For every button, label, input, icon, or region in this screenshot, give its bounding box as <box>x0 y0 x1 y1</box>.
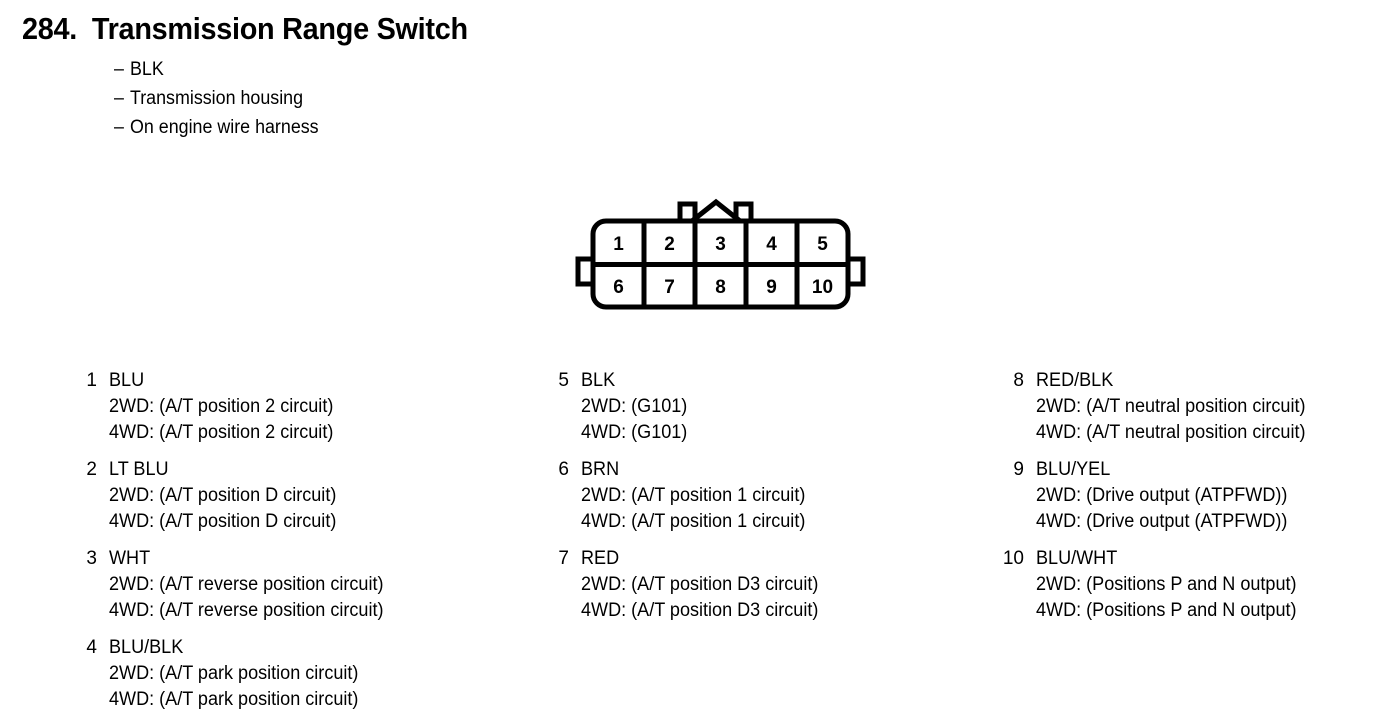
pin-number: 6 <box>558 459 569 480</box>
dash-icon: – <box>114 87 124 109</box>
pin-description-4wd: 4WD: (A/T position D circuit) <box>109 511 337 532</box>
component-detail-item: – Transmission housing <box>114 84 1287 113</box>
page-title-text: Transmission Range Switch <box>91 11 468 46</box>
connector-top-peak <box>690 198 742 223</box>
pin-description-2wd: 2WD: (A/T position 1 circuit) <box>581 485 806 506</box>
pin-number: 5 <box>558 370 569 391</box>
pin-description-4wd: 4WD: (A/T reverse position circuit) <box>109 600 384 621</box>
component-detail-label: BLK <box>129 58 164 80</box>
pin-description-4wd: 4WD: (A/T neutral position circuit) <box>1036 422 1306 443</box>
connector-pin-1: 1 <box>613 234 624 255</box>
pin-description-4wd: 4WD: (A/T park position circuit) <box>109 689 359 710</box>
pin-description-4wd: 4WD: (G101) <box>581 422 688 443</box>
pin-wire-color: WHT <box>109 548 151 569</box>
component-detail-item: – On engine wire harness <box>114 113 1287 142</box>
pin-description-2wd: 2WD: (Drive output (ATPFWD)) <box>1036 485 1288 506</box>
pin-description-2wd: 2WD: (A/T position 2 circuit) <box>109 396 334 417</box>
dash-icon: – <box>114 58 124 80</box>
pin-wire-color: LT BLU <box>109 459 169 480</box>
pin-entry: 3 WHT 2WD: (A/T reverse position circuit… <box>80 546 540 624</box>
pin-description-2wd: 2WD: (G101) <box>581 396 688 417</box>
component-detail-list: – BLK – Transmission housing – On engine… <box>22 55 1362 142</box>
pin-description-2wd: 2WD: (A/T park position circuit) <box>109 663 359 684</box>
connector-diagram: 1 2 3 4 5 6 7 8 9 10 <box>570 196 870 326</box>
component-detail-item: – BLK <box>114 55 1287 84</box>
pin-entry: 8 RED/BLK 2WD: (A/T neutral position cir… <box>997 368 1392 446</box>
pin-number: 3 <box>86 548 97 569</box>
connector-illustration: 1 2 3 4 5 6 7 8 9 10 <box>575 198 866 310</box>
pin-entry: 4 BLU/BLK 2WD: (A/T park position circui… <box>80 635 540 713</box>
pin-number: 10 <box>1002 548 1024 569</box>
pin-wire-color: BRN <box>581 459 620 480</box>
pin-description-4wd: 4WD: (A/T position 1 circuit) <box>581 511 806 532</box>
dash-icon: – <box>114 116 124 138</box>
pin-legend-column-3: 8 RED/BLK 2WD: (A/T neutral position cir… <box>997 368 1392 635</box>
pin-entry: 7 RED 2WD: (A/T position D3 circuit) 4WD… <box>552 546 992 624</box>
connector-pin-6: 6 <box>613 277 624 298</box>
pin-description-2wd: 2WD: (A/T position D3 circuit) <box>581 574 819 595</box>
pin-number: 2 <box>86 459 97 480</box>
pin-wire-color: BLU/BLK <box>109 637 184 658</box>
connector-pin-4: 4 <box>766 234 777 255</box>
pin-entry: 6 BRN 2WD: (A/T position 1 circuit) 4WD:… <box>552 457 992 535</box>
connector-right-tab <box>848 256 866 287</box>
pin-description-2wd: 2WD: (A/T position D circuit) <box>109 485 337 506</box>
pin-wire-color: RED <box>581 548 620 569</box>
pin-legend-column-2: 5 BLK 2WD: (G101) 4WD: (G101) 6 BRN 2WD:… <box>552 368 992 635</box>
pin-wire-color: BLK <box>581 370 616 391</box>
connector-left-tab <box>575 256 593 287</box>
connector-pin-8: 8 <box>715 277 726 298</box>
connector-pin-2: 2 <box>664 234 675 255</box>
component-detail-label: On engine wire harness <box>129 116 319 138</box>
connector-pin-7: 7 <box>664 277 675 298</box>
pin-wire-color: BLU/YEL <box>1036 459 1111 480</box>
page-title: 284. Transmission Range Switch <box>22 11 1268 46</box>
connector-top-tab-left <box>677 201 698 224</box>
pin-number: 9 <box>1013 459 1024 480</box>
pin-entry: 5 BLK 2WD: (G101) 4WD: (G101) <box>552 368 992 446</box>
pin-number: 8 <box>1013 370 1024 391</box>
pin-description-4wd: 4WD: (Positions P and N output) <box>1036 600 1297 621</box>
pin-wire-color: RED/BLK <box>1036 370 1114 391</box>
pin-description-4wd: 4WD: (Drive output (ATPFWD)) <box>1036 511 1288 532</box>
pin-description-4wd: 4WD: (A/T position D3 circuit) <box>581 600 819 621</box>
connector-pin-5: 5 <box>817 234 828 255</box>
pin-description-2wd: 2WD: (A/T neutral position circuit) <box>1036 396 1306 417</box>
pin-description-2wd: 2WD: (A/T reverse position circuit) <box>109 574 384 595</box>
pin-wire-color: BLU/WHT <box>1036 548 1118 569</box>
pin-entry: 10 BLU/WHT 2WD: (Positions P and N outpu… <box>997 546 1392 624</box>
pin-legend-column-1: 1 BLU 2WD: (A/T position 2 circuit) 4WD:… <box>80 368 540 724</box>
connector-pin-9: 9 <box>766 277 777 298</box>
page-header: 284. Transmission Range Switch – BLK – T… <box>22 11 1362 142</box>
pin-wire-color: BLU <box>109 370 145 391</box>
pin-number: 7 <box>558 548 569 569</box>
pin-description-4wd: 4WD: (A/T position 2 circuit) <box>109 422 334 443</box>
pin-entry: 1 BLU 2WD: (A/T position 2 circuit) 4WD:… <box>80 368 540 446</box>
page-title-number: 284. <box>22 11 78 46</box>
connector-body-outline <box>590 218 851 310</box>
pin-description-2wd: 2WD: (Positions P and N output) <box>1036 574 1297 595</box>
pin-number: 4 <box>86 637 97 658</box>
connector-pin-10: 10 <box>812 277 833 298</box>
pin-legend: 1 BLU 2WD: (A/T position 2 circuit) 4WD:… <box>0 368 1392 710</box>
pin-number: 1 <box>86 370 97 391</box>
pin-entry: 9 BLU/YEL 2WD: (Drive output (ATPFWD)) 4… <box>997 457 1392 535</box>
component-detail-label: Transmission housing <box>129 87 304 109</box>
connector-pin-3: 3 <box>715 234 726 255</box>
pin-entry: 2 LT BLU 2WD: (A/T position D circuit) 4… <box>80 457 540 535</box>
